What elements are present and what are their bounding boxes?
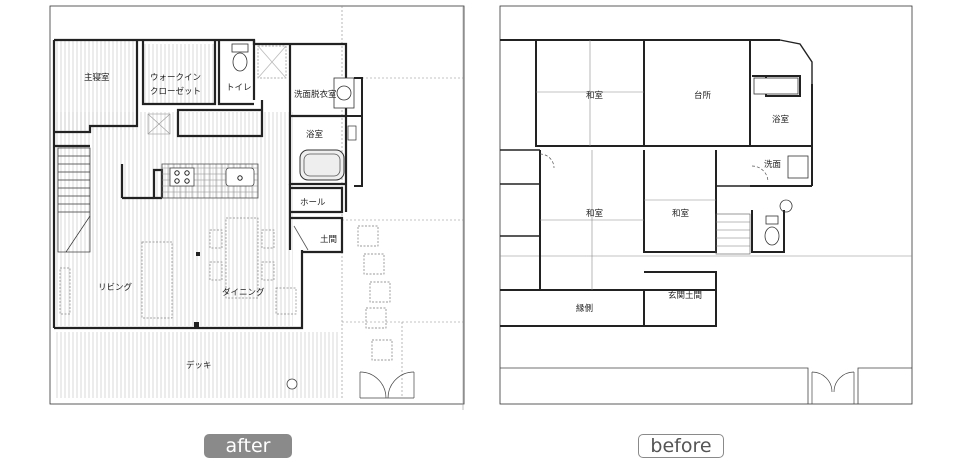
before-label-washitsu-1: 和室 bbox=[586, 90, 604, 101]
after-label-master-bedroom: 主寝室 bbox=[84, 72, 110, 83]
before-label-washroom: 洗面 bbox=[764, 159, 782, 170]
after-label-doma: 土間 bbox=[320, 234, 337, 245]
before-floor-plan bbox=[499, 5, 913, 405]
before-label-bathroom: 浴室 bbox=[772, 114, 790, 125]
before-label-kitchen: 台所 bbox=[694, 90, 712, 101]
after-label-dining: ダイニング bbox=[222, 287, 265, 298]
before-tag: before bbox=[638, 434, 724, 458]
after-label-living: リビング bbox=[98, 282, 133, 293]
before-label-engawa: 縁側 bbox=[576, 303, 593, 314]
after-label-bathroom: 浴室 bbox=[306, 129, 324, 140]
before-label-washitsu-3: 和室 bbox=[672, 208, 690, 219]
after-label-hall: ホール bbox=[300, 198, 326, 208]
before-label-washitsu-2: 和室 bbox=[586, 208, 604, 219]
after-label-walk-in-closet-2: クローゼット bbox=[150, 86, 201, 97]
after-label-washroom: 洗面脱衣室 bbox=[294, 89, 337, 100]
after-site-boundary bbox=[49, 5, 465, 405]
after-floor-plan bbox=[49, 5, 465, 410]
before-site-boundary bbox=[499, 5, 913, 405]
after-label-deck: デッキ bbox=[186, 360, 212, 371]
after-label-walk-in-closet-1: ウォークイン bbox=[150, 73, 201, 83]
after-label-toilet: トイレ bbox=[226, 83, 252, 93]
before-label-entrance: 玄関土間 bbox=[668, 290, 702, 301]
after-tag: after bbox=[204, 434, 292, 458]
